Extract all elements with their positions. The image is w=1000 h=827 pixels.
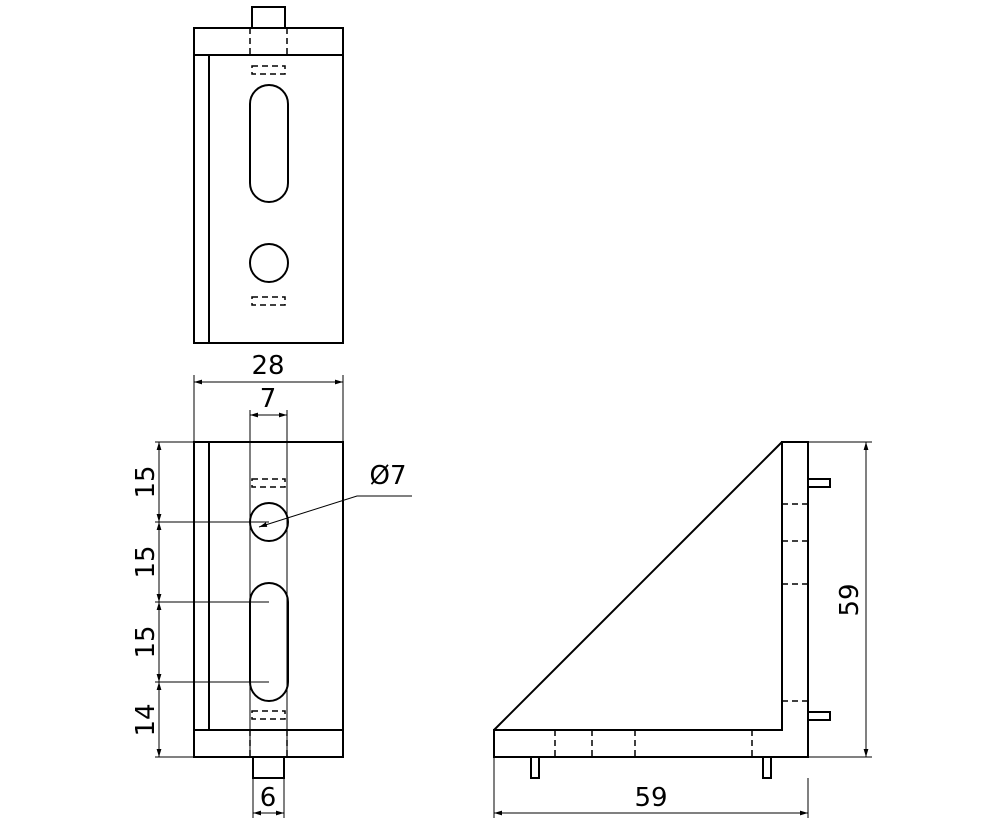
front-view: 28 7 Ø7 15 15 15 14 6 (131, 351, 412, 818)
gusset-diagonal (493, 441, 783, 731)
dim-6-label: 6 (260, 783, 277, 813)
bottom-pin-right (762, 756, 772, 779)
top-view (193, 6, 344, 344)
top-slot (249, 84, 289, 203)
side-pin-upper (807, 478, 831, 488)
dim-diameter-label: Ø7 (369, 461, 406, 491)
dim-side-width-label: 59 (634, 783, 667, 813)
top-tab (251, 6, 286, 29)
front-slot (249, 582, 289, 702)
dim-spacing-1-label: 15 (131, 465, 161, 498)
front-view-outline (193, 441, 344, 758)
bottom-pin-left (530, 756, 540, 779)
top-view-outline (193, 27, 344, 344)
top-hole (249, 243, 289, 283)
dim-7-label: 7 (260, 384, 277, 414)
side-pin-lower (807, 711, 831, 721)
dim-spacing-4-label: 14 (131, 703, 161, 736)
dim-spacing-2-label: 15 (131, 545, 161, 578)
dim-spacing-3-label: 15 (131, 625, 161, 658)
bottom-tab (252, 756, 285, 779)
side-view-outline (493, 441, 809, 758)
dim-side-height-label: 59 (835, 583, 865, 616)
side-view: 59 59 (493, 441, 872, 818)
dim-28-label: 28 (251, 351, 284, 381)
